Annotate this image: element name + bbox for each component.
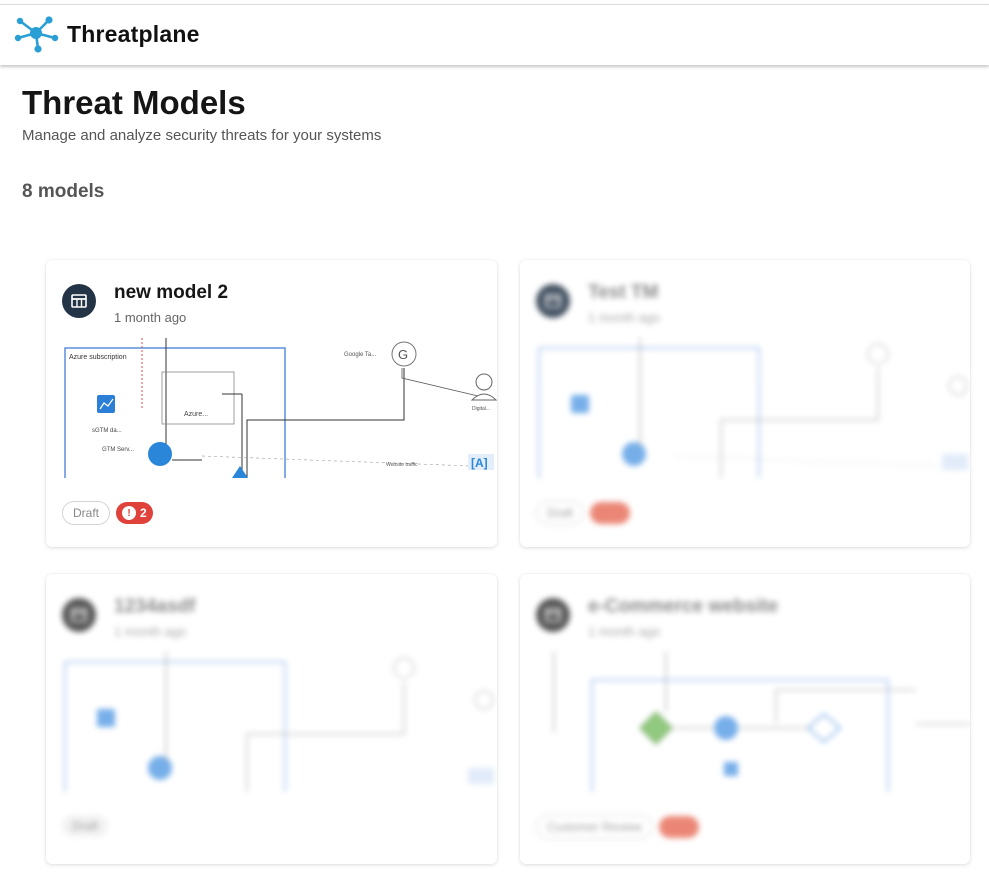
top-navigation-bar: Threatplane xyxy=(0,4,989,65)
table-icon xyxy=(71,608,87,622)
status-badge: Draft xyxy=(62,815,109,837)
diagram-node-b-label: Azure... xyxy=(184,411,208,418)
threat-count-badge[interactable] xyxy=(658,816,699,838)
model-card-test-tm[interactable]: Test TM 1 month ago Draft xyxy=(520,260,970,547)
model-avatar xyxy=(536,598,570,632)
model-updated-time: 1 month ago xyxy=(114,624,187,639)
model-title[interactable]: 1234asdf xyxy=(114,596,196,617)
model-card-e-commerce-website[interactable]: e-Commerce website 1 month ago Customer … xyxy=(520,574,970,864)
diagram-external-label: Google Ta... xyxy=(344,352,377,358)
model-diagram-thumbnail[interactable] xyxy=(536,652,970,792)
model-title[interactable]: e-Commerce website xyxy=(588,596,779,617)
model-updated-time: 1 month ago xyxy=(114,310,187,325)
model-diagram-thumbnail[interactable] xyxy=(536,338,970,478)
page-title: Threat Models xyxy=(22,84,246,121)
model-updated-time: 1 month ago xyxy=(588,310,661,325)
diagram-flow-label: Website traffic xyxy=(386,462,418,468)
diagram-node-a-label: sGTM da... xyxy=(92,428,122,434)
model-avatar xyxy=(62,598,96,632)
table-icon xyxy=(71,294,87,308)
brand-logo-link[interactable]: Threatplane xyxy=(11,14,200,54)
model-card-new-model-2[interactable]: new model 2 1 month ago Azure subscripti… xyxy=(46,260,497,547)
model-avatar xyxy=(62,284,96,318)
model-title[interactable]: new model 2 xyxy=(114,282,229,303)
alert-icon: ! xyxy=(122,506,137,520)
model-card-1234asdf[interactable]: 1234asdf 1 month ago Draft xyxy=(46,574,497,864)
app-name: Threatplane xyxy=(67,20,200,47)
network-nodes-icon xyxy=(14,16,59,53)
diagram-node-c-label: GTM Serv... xyxy=(102,447,134,453)
card-footer: Draft xyxy=(62,815,109,837)
model-avatar xyxy=(536,284,570,318)
card-footer: Draft ! 2 xyxy=(62,501,153,525)
model-diagram-thumbnail[interactable]: Azure subscription Azure... sGTM da... G… xyxy=(62,338,497,478)
threat-count: 2 xyxy=(140,506,147,520)
diagram-badge: [A] xyxy=(471,456,488,470)
status-badge: Draft xyxy=(536,501,585,525)
threat-count-badge[interactable] xyxy=(590,502,631,524)
diagram-boundary-label: Azure subscription xyxy=(69,354,127,361)
model-updated-time: 1 month ago xyxy=(588,624,661,639)
page-subtitle: Manage and analyze security threats for … xyxy=(22,127,382,144)
status-badge: Customer Review xyxy=(536,815,653,839)
diagram-actor-label: Digital... xyxy=(472,406,490,412)
svg-text:G: G xyxy=(398,347,408,362)
table-icon xyxy=(545,294,561,308)
model-title[interactable]: Test TM xyxy=(588,282,659,303)
card-footer: Customer Review xyxy=(536,815,699,839)
card-footer: Draft xyxy=(536,501,631,525)
table-icon xyxy=(545,608,561,622)
threat-count-badge[interactable]: ! 2 xyxy=(116,502,153,524)
model-diagram-thumbnail[interactable] xyxy=(62,652,497,792)
model-count: 8 models xyxy=(22,181,105,202)
status-badge: Draft xyxy=(62,501,111,525)
